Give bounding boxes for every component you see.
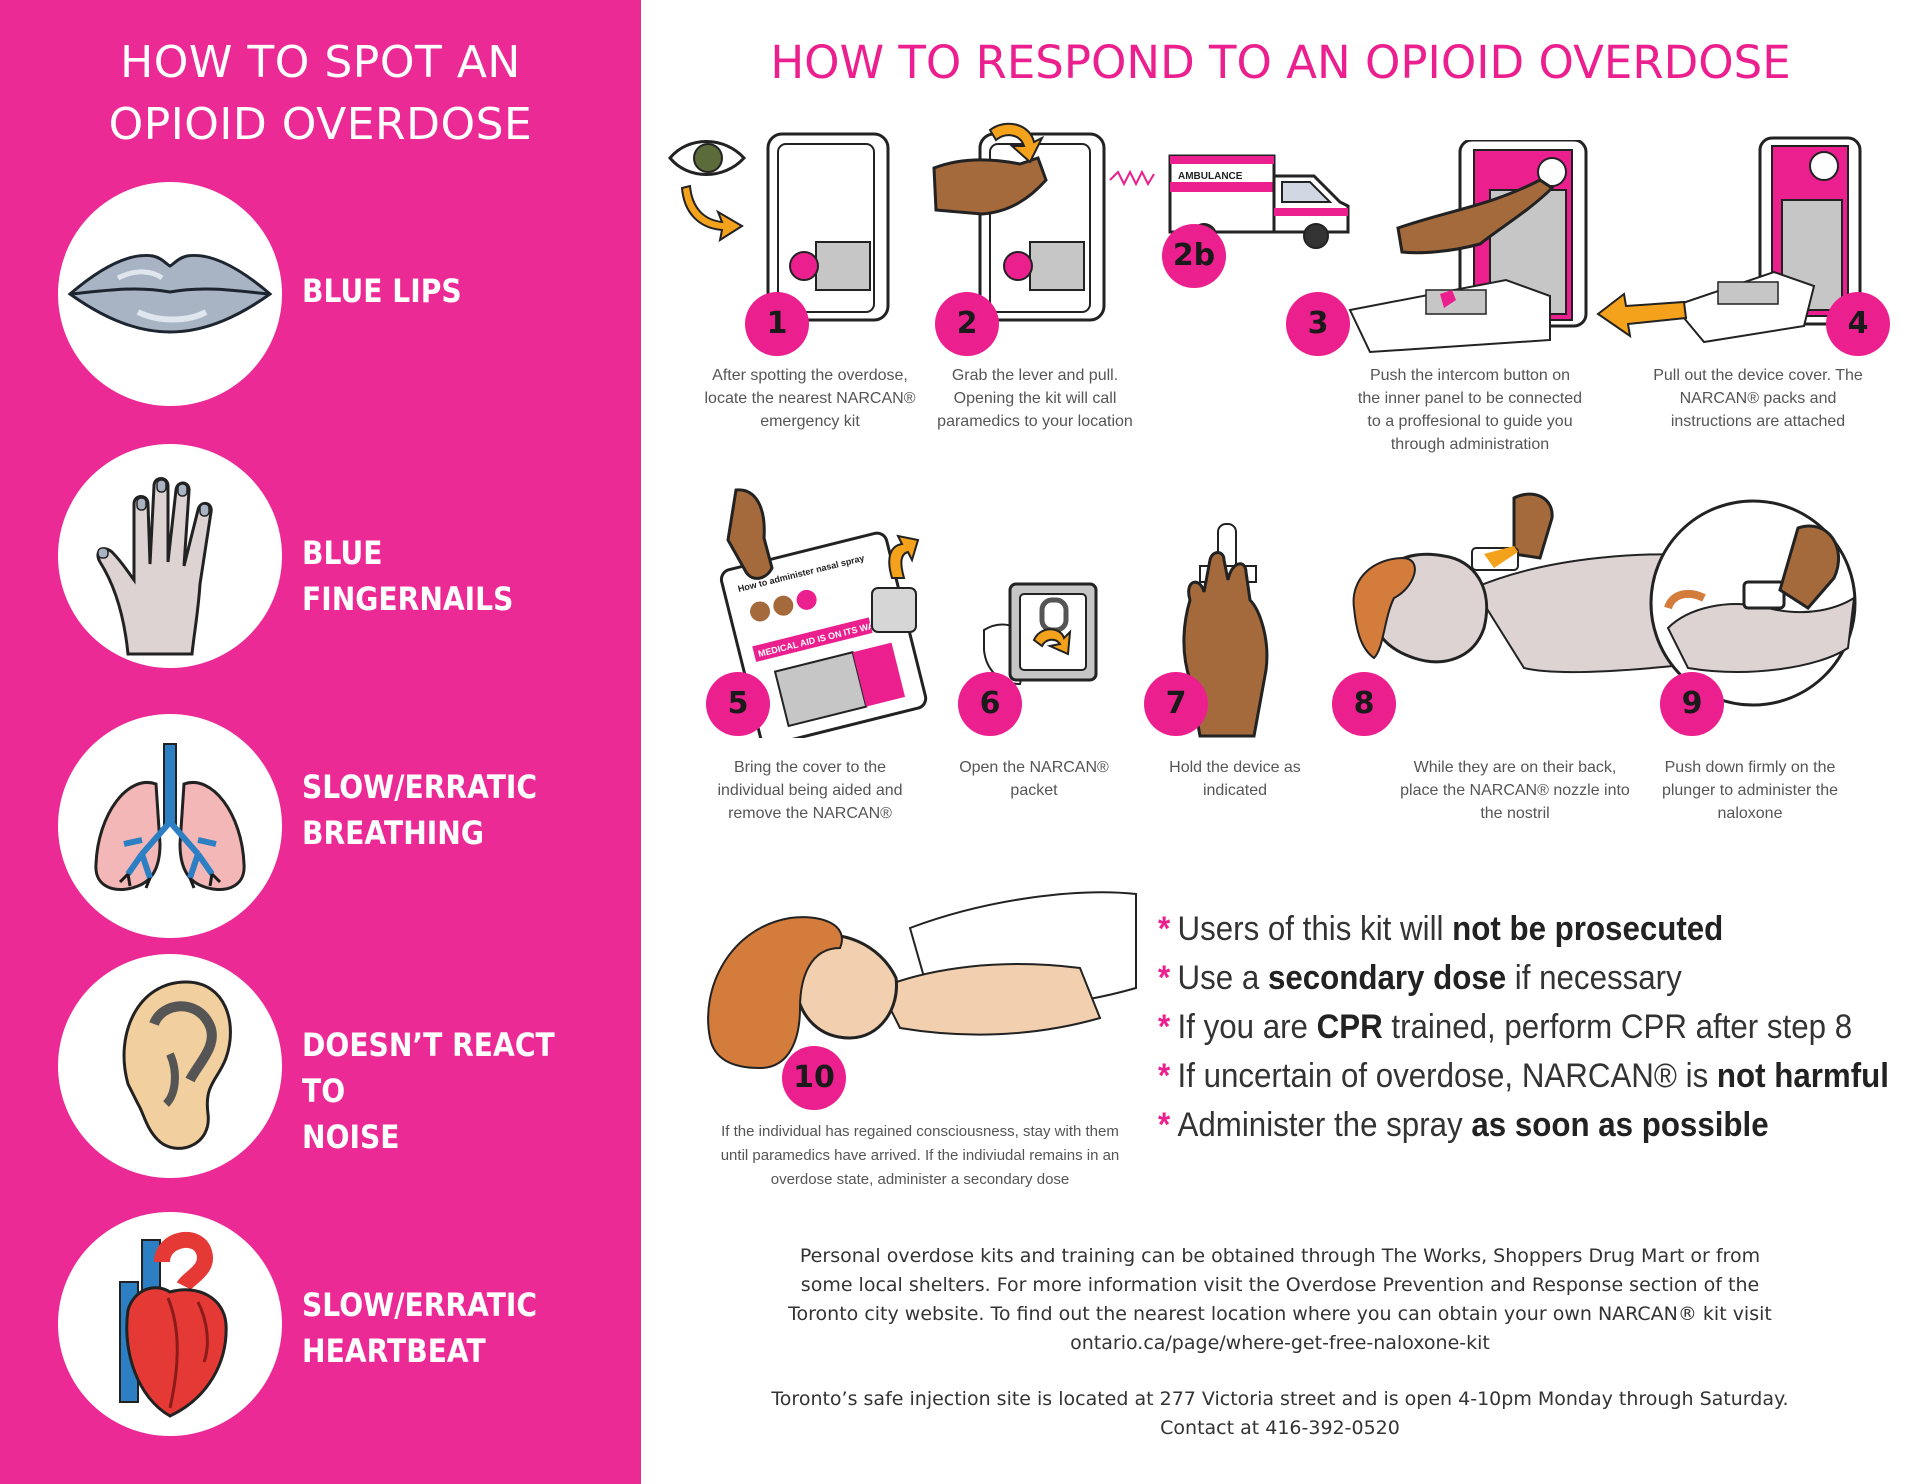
symptom-label-slow-heartbeat: SLOW/ERRATIC HEARTBEAT [302,1286,538,1370]
note-item: *If uncertain of overdose, NARCAN® is no… [1158,1057,1889,1095]
contact-phone: Contact at 416-392-0520 [1160,1417,1400,1439]
symptom-label-no-reaction: DOESN’T REACT TO NOISE [302,1026,555,1156]
step-2b-badge: 2b [1162,224,1226,288]
response-title: HOW TO RESPOND TO AN OPIOID OVERDOSE [770,36,1791,89]
note-item: *Users of this kit will not be prosecute… [1158,910,1724,948]
step-1-description: After spotting the overdose, locate the … [704,367,916,430]
step-3-badge: 3 [1286,292,1350,356]
step-3-description: Push the intercom button on the inner pa… [1357,367,1583,453]
info-line: Personal overdose kits and training can … [799,1245,1761,1267]
info-line: some local shelters. For more informatio… [800,1274,1760,1296]
lips-icon [58,182,282,406]
step-9-badge: 9 [1660,672,1724,736]
resource-info: Personal overdose kits and training can … [660,1242,1900,1443]
step-3-illustration [1340,140,1600,360]
symptom-label-blue-fingernails: BLUE FINGERNAILS [302,534,514,618]
note-item: *Administer the spray as soon as possibl… [1158,1106,1769,1144]
step-10-badge: 10 [782,1046,846,1110]
hand-icon [58,444,282,668]
note-item: *If you are CPR trained, perform CPR aft… [1158,1008,1853,1046]
step-2-description: Grab the lever and pull. Opening the kit… [937,367,1133,430]
step-4-description: Pull out the device cover. The NARCAN® p… [1653,367,1863,430]
step-9-description: Push down firmly on the plunger to admin… [1661,759,1839,822]
heart-icon [58,1212,282,1436]
step-5-illustration: How to administer nasal spray MEDICAL AI… [706,488,946,738]
step-2-badge: 2 [935,292,999,356]
symptom-label-blue-lips: BLUE LIPS [302,272,462,310]
step-8-description: While they are on their back, place the … [1400,759,1630,822]
lungs-icon [58,714,282,938]
step-6-badge: 6 [958,672,1022,736]
step-9-illustration [1648,498,1858,708]
step-6-description: Open the NARCAN® packet [959,759,1109,799]
step-10-illustration [700,888,1140,1078]
symptoms-title-line2: OPIOID OVERDOSE [108,99,533,150]
step-2-illustration [930,118,1110,328]
step-5-badge: 5 [706,672,770,736]
ear-icon [58,954,282,1178]
symptoms-title-line1: HOW TO SPOT AN [120,37,521,88]
step-1-illustration [668,128,898,328]
step-5-description: Bring the cover to the individual being … [717,759,903,822]
note-item: *Use a secondary dose if necessary [1158,959,1682,997]
symptoms-title: HOW TO SPOT AN OPIOID OVERDOSE [0,32,641,156]
symptoms-panel: HOW TO SPOT AN OPIOID OVERDOSE BLUE LIPS… [0,0,641,1484]
step-1-badge: 1 [745,292,809,356]
info-line: Toronto city website. To find out the ne… [788,1303,1772,1325]
info-line: Toronto’s safe injection site is located… [771,1388,1789,1410]
ambulance-illustration: AMBULANCE [1108,146,1358,250]
step-4-badge: 4 [1826,292,1890,356]
step-10-description: If the individual has regained conscious… [720,1123,1120,1188]
step-7-description: Hold the device as indicated [1169,759,1301,799]
important-notes: *Users of this kit will not be prosecute… [1158,905,1898,1150]
step-8-badge: 8 [1332,672,1396,736]
step-4-illustration [1594,136,1884,346]
step-7-badge: 7 [1144,672,1208,736]
ambulance-text: AMBULANCE [1178,171,1243,182]
symptom-label-slow-breathing: SLOW/ERRATIC BREATHING [302,768,538,852]
naloxone-link[interactable]: ontario.ca/page/where-get-free-naloxone-… [1070,1332,1490,1354]
step-6-illustration [980,580,1100,690]
